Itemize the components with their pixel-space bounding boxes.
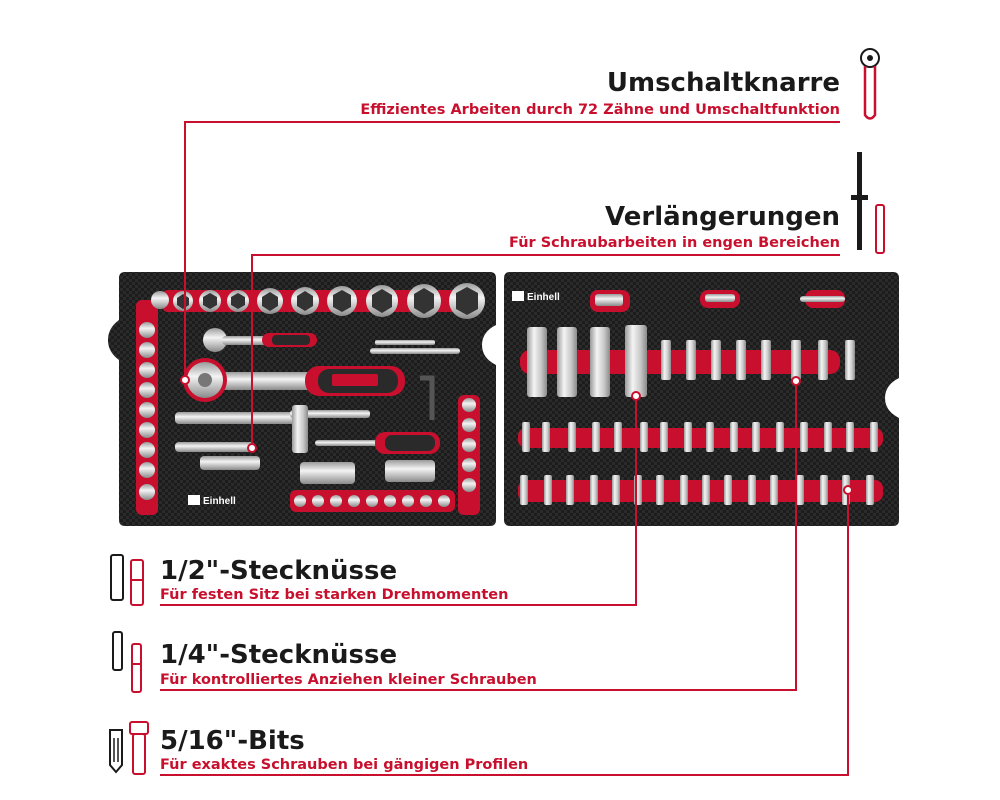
half-inch-socket-icon xyxy=(110,554,144,606)
left-tray-logo: Einhell xyxy=(203,496,236,507)
feature-title-bits: 5/16"-Bits xyxy=(160,726,305,756)
feature-subtitle-ratchet: Effizientes Arbeiten durch 72 Zähne und … xyxy=(360,102,840,118)
ratchet-icon xyxy=(860,48,880,120)
feature-subtitle-bits: Für exaktes Schrauben bei gängigen Profi… xyxy=(160,757,529,773)
ratchet-large xyxy=(183,358,405,402)
callout-lines xyxy=(160,121,853,776)
extension-icon xyxy=(851,152,885,254)
feature-title-quarter-inch-sockets: 1/4"-Stecknüsse xyxy=(160,640,398,670)
feature-title-half-inch-sockets: 1/2"-Stecknüsse xyxy=(160,556,398,586)
right-tray-logo: Einhell xyxy=(527,292,560,303)
ratchet-small xyxy=(203,328,317,352)
feature-subtitle-extensions: Für Schraubarbeiten in engen Bereichen xyxy=(509,235,840,251)
feature-subtitle-half-inch-sockets: Für festen Sitz bei starken Drehmomenten xyxy=(160,587,509,603)
left-tray: Einhell xyxy=(108,272,496,526)
feature-title-extensions: Verlängerungen xyxy=(605,202,840,232)
bit-icon xyxy=(109,721,149,775)
right-tray: Einhell xyxy=(504,272,899,526)
quarter-inch-socket-icon xyxy=(112,631,142,693)
feature-title-ratchet: Umschaltknarre xyxy=(606,68,840,98)
feature-subtitle-quarter-inch-sockets: Für kontrolliertes Anziehen kleiner Schr… xyxy=(160,672,537,688)
